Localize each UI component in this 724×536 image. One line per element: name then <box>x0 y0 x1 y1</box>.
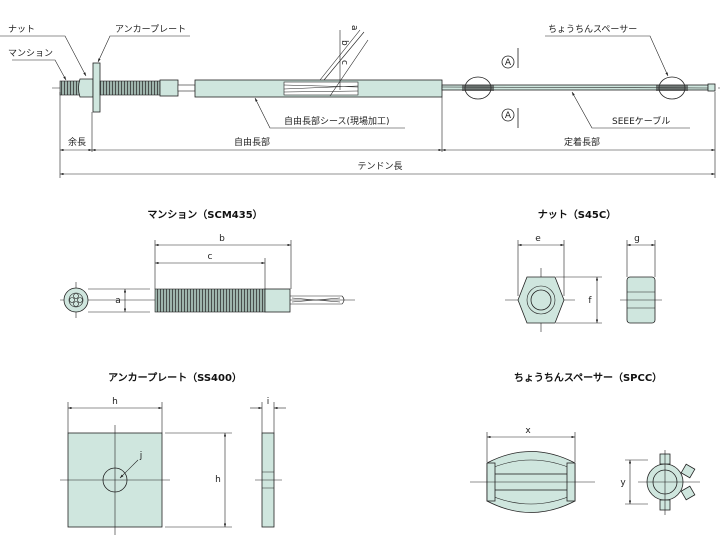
overview-drawing: a b c A A ナット マンション アンカープレート ちょうちんスペーサー … <box>0 24 720 178</box>
mansion-sleeve <box>159 79 179 97</box>
label-mansion: マンション <box>8 49 53 59</box>
dim-i: i <box>267 397 270 407</box>
dim-y: y <box>620 478 626 488</box>
mansion-thread <box>59 80 81 96</box>
mansion-thread-long <box>99 80 161 96</box>
anchor-plate-title: アンカープレート（SS400） <box>108 371 242 384</box>
spacer-end-view <box>638 450 700 515</box>
dim-x: x <box>525 426 531 436</box>
anchor-plate <box>92 62 101 113</box>
mansion-thread <box>154 288 266 313</box>
svg-text:A: A <box>505 111 512 121</box>
cut-mark-b: b <box>339 40 349 46</box>
strand-gap <box>177 84 196 92</box>
dim-extra-length: 余長 <box>68 136 86 148</box>
dim-h-width: h <box>112 397 118 407</box>
dim-j: j <box>139 451 143 461</box>
nut-title: ナット（S45C） <box>538 208 616 221</box>
mansion-title: マンション（SCM435） <box>147 208 262 221</box>
dim-h-height: h <box>215 475 221 485</box>
cut-section-lines <box>319 29 369 97</box>
nut <box>78 78 94 98</box>
mansion-sleeve <box>264 288 291 313</box>
spacer-title: ちょうちんスペーサー（SPCC） <box>514 371 662 384</box>
label-spacer: ちょうちんスペーサー <box>548 24 637 35</box>
nut-detail: ナット（S45C） e f g <box>505 208 662 332</box>
dim-anchorage-length: 定着長部 <box>564 136 600 148</box>
section-mark-top: A <box>501 55 515 69</box>
dim-c: c <box>208 252 213 262</box>
section-mark-bottom: A <box>501 108 515 122</box>
dim-f: f <box>588 296 592 306</box>
cut-mark-c: c <box>339 60 349 65</box>
label-sheath: 自由長部シース(現場加工) <box>284 115 390 127</box>
dim-a: a <box>115 296 121 306</box>
svg-text:A: A <box>505 58 512 68</box>
spacer-detail: ちょうちんスペーサー（SPCC） x y <box>470 371 700 515</box>
dim-b: b <box>219 234 225 244</box>
dim-free-length: 自由長部 <box>234 136 270 148</box>
anchor-plate-detail: アンカープレート（SS400） j h h i <box>60 371 286 535</box>
dim-e: e <box>535 234 541 244</box>
cable-end <box>707 83 716 92</box>
dim-g: g <box>634 234 640 244</box>
label-seee-cable: SEEEケーブル <box>612 115 670 127</box>
label-nut: ナット <box>8 24 35 35</box>
cut-mark-a: a <box>349 25 359 31</box>
mansion-end-view <box>63 287 89 313</box>
mansion-detail: マンション（SCM435） a b c <box>60 208 355 318</box>
dim-tendon-length: テンドン長 <box>357 161 402 172</box>
label-anchor-plate: アンカープレート <box>115 24 186 35</box>
